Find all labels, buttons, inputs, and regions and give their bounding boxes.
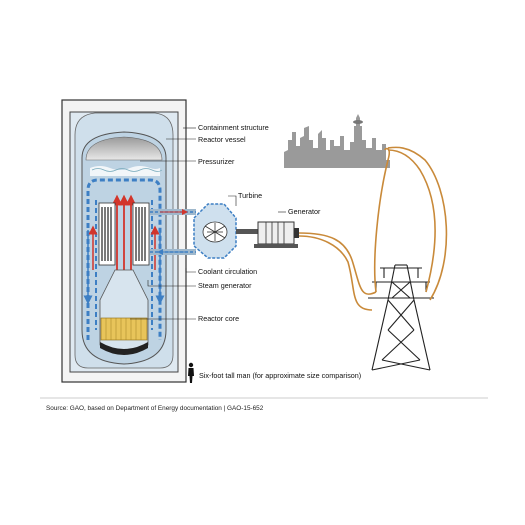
city-skyline-icon	[284, 114, 390, 168]
label-core: Reactor core	[198, 314, 239, 323]
label-vessel: Reactor vessel	[198, 135, 246, 144]
person-icon	[188, 362, 194, 383]
label-pressurizer: Pressurizer	[198, 157, 235, 166]
generator-icon	[254, 221, 299, 248]
flow-arrows-down	[83, 230, 165, 305]
power-lines	[298, 146, 448, 311]
turbine-shaft	[236, 229, 260, 234]
label-containment: Containment structure	[198, 123, 269, 132]
source-note: Source: GAO, based on Department of Ener…	[46, 405, 264, 412]
label-generator: Generator	[288, 207, 321, 216]
transmission-tower-icon	[368, 264, 434, 371]
steam-pipes	[150, 209, 196, 255]
steam-generator	[98, 202, 150, 266]
turbine-icon	[193, 203, 237, 259]
coolant-flow	[86, 178, 162, 340]
label-person: Six-foot tall man (for approximate size …	[199, 371, 361, 380]
leader-lines	[130, 127, 286, 320]
label-coolant: Coolant circulation	[198, 267, 257, 276]
reactor-core	[99, 269, 149, 355]
label-turbine: Turbine	[238, 191, 262, 200]
label-steam-generator: Steam generator	[198, 281, 252, 290]
